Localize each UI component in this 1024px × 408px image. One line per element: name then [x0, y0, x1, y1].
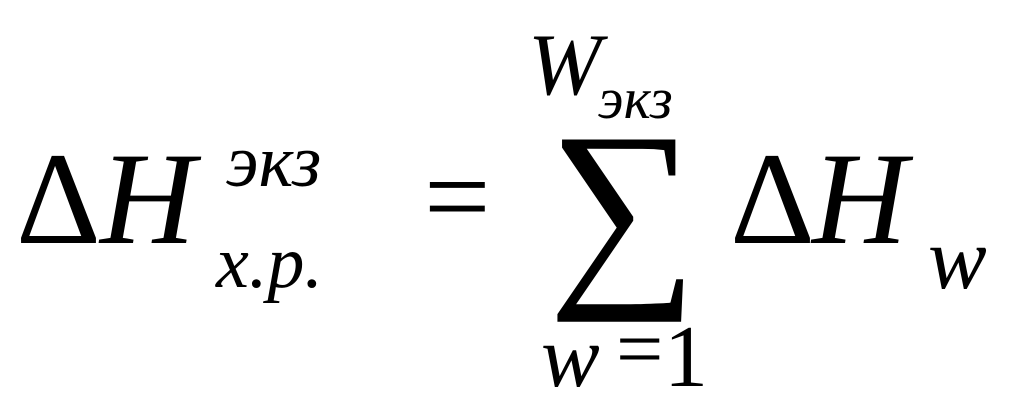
rhs-subscript: w — [928, 211, 987, 308]
sum-upper-limit-variable: W — [528, 17, 602, 114]
rhs-delta-symbol: Δ — [730, 125, 815, 272]
equals-sign: = — [424, 131, 491, 262]
lhs-delta-symbol: Δ — [16, 125, 101, 272]
rhs-variable: H — [812, 125, 908, 272]
sum-lower-limit-variable: w — [541, 309, 600, 406]
lhs-subscript: x.p. — [216, 222, 323, 304]
lhs-superscript: экз — [226, 121, 322, 203]
sum-lower-limit-equals: = — [616, 303, 664, 396]
summation-symbol: ∑ — [548, 91, 698, 323]
sum-upper-limit-subscript: экз — [598, 66, 673, 131]
lhs-variable: H — [100, 125, 196, 272]
sum-lower-limit-value: 1 — [664, 309, 708, 406]
